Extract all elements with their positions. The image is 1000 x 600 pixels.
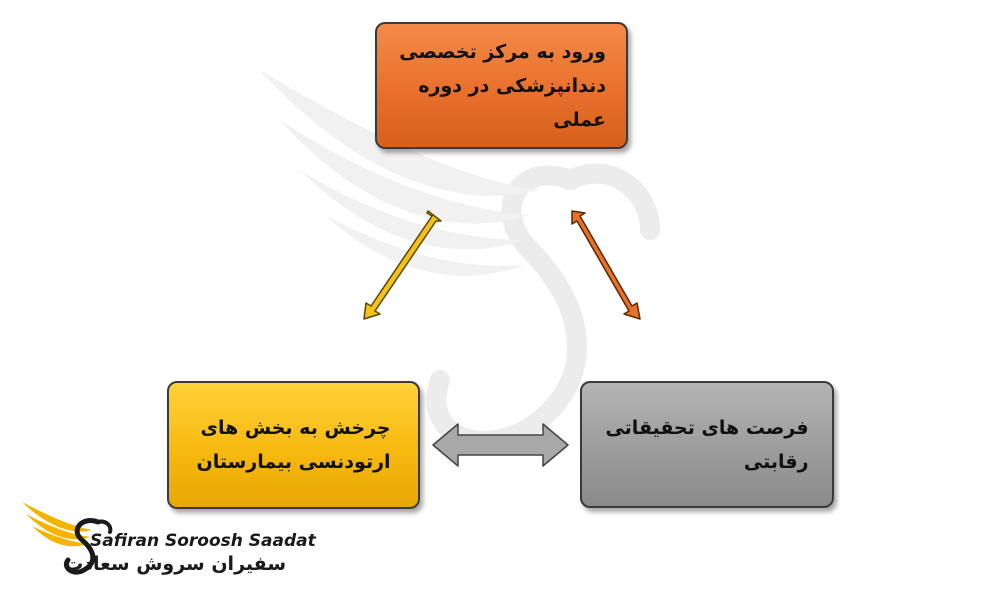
box-orthodontics-rotation: چرخش به بخش های ارتودنسی بیمارستان: [167, 381, 420, 509]
box-right-line1: فرصت های تحقیقاتی: [605, 416, 809, 439]
company-logo-icon: [22, 502, 113, 575]
box-dental-center-entry: ورود به مرکز تخصصی دندانپزشکی در دوره عم…: [375, 22, 628, 149]
box-right-line2: رقابتی: [743, 450, 809, 473]
double-arrow-bottom: [432, 423, 569, 467]
logo-name-persian: سفیران سروش سعادت: [64, 553, 286, 575]
box-left-line2: ارتودنسی بیمارستان: [196, 451, 391, 473]
box-left-line1: چرخش به بخش های: [200, 417, 391, 439]
box-research-opportunities: فرصت های تحقیقاتی رقابتی: [580, 381, 834, 508]
box-top-line2: دندانپزشکی در دوره عملی: [418, 74, 606, 131]
double-arrow-top-right: [571, 210, 641, 320]
logo-name-english: Safiran Soroosh Saadat: [90, 531, 316, 551]
double-arrow-top-left: [363, 210, 442, 320]
box-top-line1: ورود به مرکز تخصصی: [399, 40, 606, 63]
